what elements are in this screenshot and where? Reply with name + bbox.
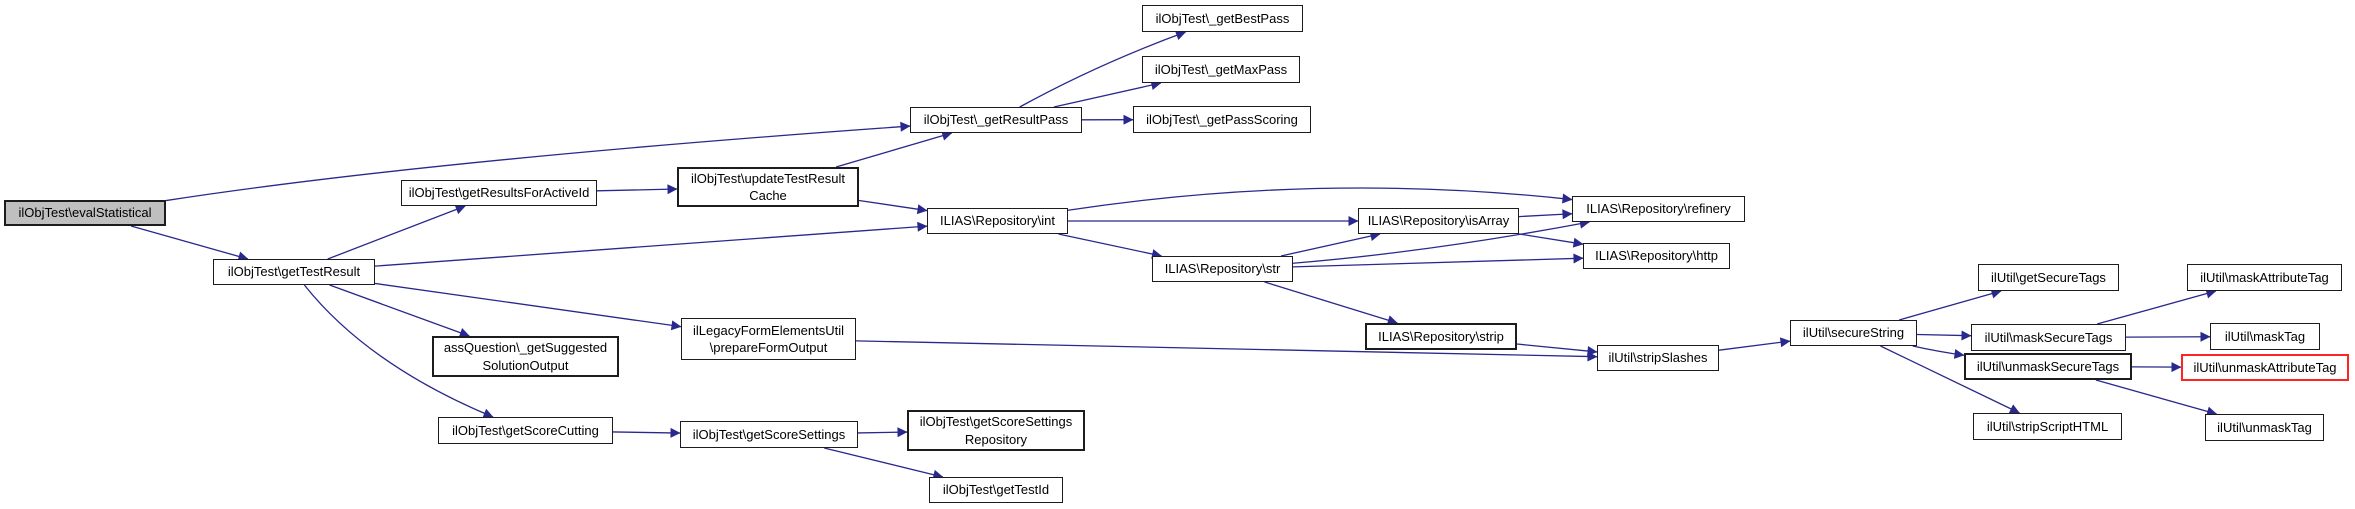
node-get-result-pass[interactable]: ilObjTest\_getResultPass <box>910 107 1082 133</box>
edge-get-result-pass-to-get-best-pass <box>1019 30 1187 108</box>
edge-get-test-result-to-get-score-cutting <box>303 284 494 418</box>
edge-get-score-settings-to-get-test-id <box>824 447 944 480</box>
edge-repo-int-to-repo-str <box>1058 233 1163 259</box>
node-eval-statistical[interactable]: ilObjTest\evalStatistical <box>4 200 166 226</box>
node-get-test-id[interactable]: ilObjTest\getTestId <box>929 477 1063 503</box>
node-unmask-attribute-tag[interactable]: ilUtil\unmaskAttributeTag <box>2181 354 2349 381</box>
node-update-test-result-cache[interactable]: ilObjTest\updateTestResult Cache <box>677 167 859 207</box>
edge-get-result-pass-to-get-max-pass <box>1053 80 1162 108</box>
node-get-suggested-solution-output[interactable]: assQuestion\_getSuggested SolutionOutput <box>432 336 619 377</box>
edge-get-score-settings-to-get-score-settings-repository <box>857 427 908 438</box>
edge-get-test-result-to-get-suggested-solution-output <box>329 284 470 338</box>
node-prepare-form-output[interactable]: ilLegacyFormElementsUtil \prepareFormOut… <box>681 318 856 360</box>
node-get-score-cutting[interactable]: ilObjTest\getScoreCutting <box>438 417 613 444</box>
edge-repo-str-to-repo-strip <box>1264 281 1398 325</box>
edge-get-score-cutting-to-get-score-settings <box>612 427 681 438</box>
node-get-test-result[interactable]: ilObjTest\getTestResult <box>213 259 375 285</box>
edge-get-test-result-to-get-results-for-active-id <box>327 204 466 260</box>
edge-repo-str-to-repo-refinery <box>1292 218 1590 264</box>
node-unmask-secure-tags[interactable]: ilUtil\unmaskSecureTags <box>1964 353 2132 380</box>
node-repo-isarray[interactable]: ILIAS\Repository\isArray <box>1358 208 1519 234</box>
node-mask-secure-tags[interactable]: ilUtil\maskSecureTags <box>1971 324 2126 351</box>
node-get-pass-scoring[interactable]: ilObjTest\_getPassScoring <box>1133 106 1311 133</box>
edge-secure-string-to-get-secure-tags <box>1899 288 2002 321</box>
edge-secure-string-to-mask-secure-tags <box>1916 330 1972 341</box>
edge-repo-isarray-to-repo-http <box>1518 233 1584 248</box>
node-get-best-pass[interactable]: ilObjTest\_getBestPass <box>1142 5 1303 32</box>
node-get-results-for-active-id[interactable]: ilObjTest\getResultsForActiveId <box>401 180 597 206</box>
edge-repo-str-to-repo-http <box>1292 253 1584 268</box>
edge-secure-string-to-unmask-secure-tags <box>1912 345 1965 359</box>
edge-strip-slashes-to-secure-string <box>1718 337 1791 351</box>
node-repo-strip[interactable]: ILIAS\Repository\strip <box>1365 323 1517 350</box>
node-repo-int[interactable]: ILIAS\Repository\int <box>927 208 1068 234</box>
node-get-max-pass[interactable]: ilObjTest\_getMaxPass <box>1142 56 1300 83</box>
node-get-score-settings[interactable]: ilObjTest\getScoreSettings <box>680 421 858 448</box>
edge-eval-statistical-to-get-result-pass <box>165 121 911 202</box>
edge-update-test-result-cache-to-get-result-pass <box>835 130 953 168</box>
edge-unmask-secure-tags-to-unmask-tag <box>2095 379 2218 417</box>
node-mask-attribute-tag[interactable]: ilUtil\maskAttributeTag <box>2187 264 2342 291</box>
node-repo-http[interactable]: ILIAS\Repository\http <box>1583 243 1730 269</box>
edge-prepare-form-output-to-strip-slashes <box>855 340 1598 362</box>
node-repo-refinery[interactable]: ILIAS\Repository\refinery <box>1572 196 1745 222</box>
edge-get-results-for-active-id-to-update-test-result-cache <box>596 184 678 195</box>
edge-secure-string-to-strip-script-html <box>1880 345 2020 414</box>
edge-repo-int-to-repo-refinery <box>1067 187 1573 211</box>
node-strip-script-html[interactable]: ilUtil\stripScriptHTML <box>1973 413 2122 440</box>
node-get-score-settings-repository[interactable]: ilObjTest\getScoreSettings Repository <box>907 410 1085 451</box>
edge-get-test-result-to-repo-int <box>374 221 928 267</box>
node-strip-slashes[interactable]: ilUtil\stripSlashes <box>1597 345 1719 371</box>
node-unmask-tag[interactable]: ilUtil\unmaskTag <box>2205 414 2324 441</box>
edge-repo-isarray-to-repo-refinery <box>1518 209 1573 220</box>
node-get-secure-tags[interactable]: ilUtil\getSecureTags <box>1978 264 2119 291</box>
edge-mask-secure-tags-to-mask-attribute-tag <box>2096 288 2217 325</box>
edge-repo-str-to-repo-isarray <box>1280 231 1381 257</box>
node-repo-str[interactable]: ILIAS\Repository\str <box>1152 256 1293 282</box>
edge-eval-statistical-to-get-test-result <box>130 225 249 262</box>
edge-repo-strip-to-strip-slashes <box>1516 343 1598 356</box>
edge-get-test-result-to-prepare-form-output <box>374 282 682 331</box>
edge-update-test-result-cache-to-repo-int <box>858 199 928 215</box>
node-secure-string[interactable]: ilUtil\secureString <box>1790 320 1917 346</box>
node-mask-tag[interactable]: ilUtil\maskTag <box>2210 323 2320 350</box>
